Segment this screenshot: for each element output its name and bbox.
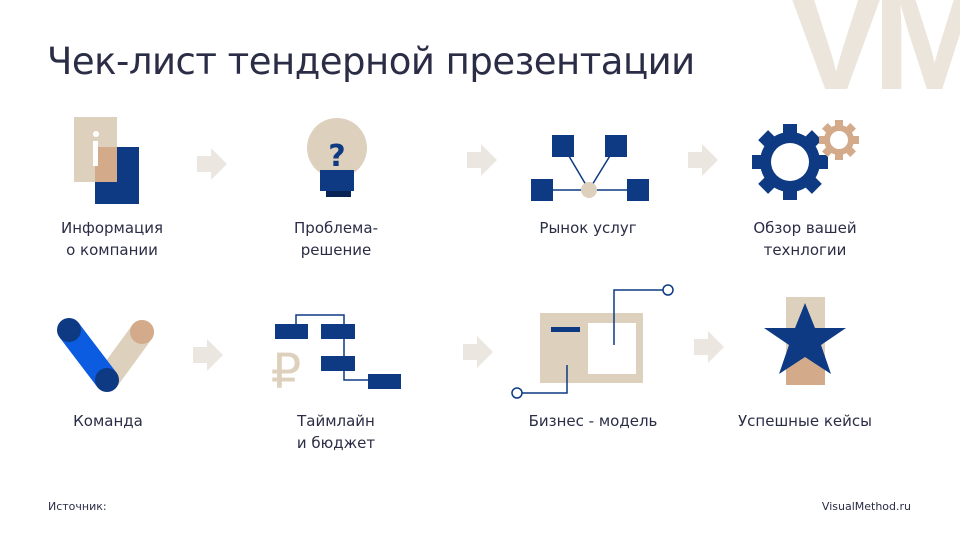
gears-icon bbox=[752, 120, 859, 200]
info-documents-icon bbox=[74, 117, 139, 204]
label-line: Бизнес - модель bbox=[528, 412, 658, 430]
arrow-right-icon bbox=[463, 336, 493, 368]
question-bulb-icon: ? bbox=[307, 118, 367, 197]
arrow-right-icon bbox=[467, 144, 497, 176]
brand-logo: VM bbox=[786, 0, 960, 121]
step-cases-label: Успешные кейсы bbox=[705, 410, 905, 432]
label-line: Успешные кейсы bbox=[738, 412, 872, 430]
arrow-right-icon bbox=[193, 339, 223, 371]
label-line: Таймлайн bbox=[297, 412, 375, 430]
network-icon bbox=[531, 135, 649, 201]
step-timeline-label: Таймлайн и бюджет bbox=[236, 410, 436, 454]
label-line: Проблема- bbox=[294, 219, 378, 237]
step-company-info-label: Информация о компании bbox=[12, 217, 212, 261]
svg-text:?: ? bbox=[328, 139, 345, 174]
svg-text:₽: ₽ bbox=[271, 344, 302, 400]
site-link[interactable]: VisualMethod.ru bbox=[821, 500, 911, 513]
label-line: технлогии bbox=[763, 241, 847, 259]
label-line: Обзор вашей bbox=[753, 219, 857, 237]
step-team-label: Команда bbox=[8, 410, 208, 432]
label-line: о компании bbox=[66, 241, 158, 259]
label-line: решение bbox=[300, 241, 372, 259]
step-technology-label: Обзор вашей технлогии bbox=[705, 217, 905, 261]
arrow-right-icon bbox=[197, 148, 227, 180]
step-business-model-label: Бизнес - модель bbox=[493, 410, 693, 432]
star-icon bbox=[764, 297, 846, 385]
label-line: Информация bbox=[60, 219, 164, 237]
label-line: Команда bbox=[73, 412, 143, 430]
step-market-label: Рынок услуг bbox=[488, 217, 688, 239]
source-label: Источник: bbox=[48, 500, 107, 513]
team-check-icon bbox=[57, 318, 154, 392]
business-model-icon bbox=[511, 284, 674, 399]
page-title: Чек-лист тендерной презентации bbox=[47, 40, 695, 83]
label-line: и бюджет bbox=[296, 434, 376, 452]
arrow-right-icon bbox=[694, 331, 724, 363]
label-line: Рынок услуг bbox=[539, 219, 637, 237]
timeline-ruble-icon: ₽ bbox=[271, 314, 401, 400]
arrow-right-icon bbox=[688, 144, 718, 176]
step-problem-solution-label: Проблема-решение bbox=[236, 217, 436, 261]
